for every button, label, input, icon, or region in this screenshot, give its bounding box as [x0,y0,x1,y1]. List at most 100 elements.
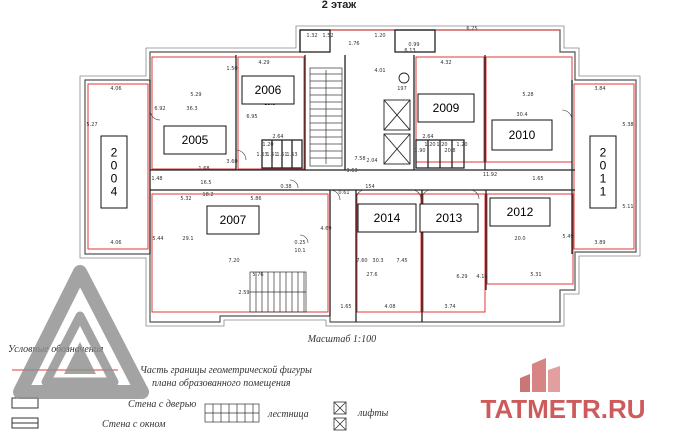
lower-staircase [249,271,307,313]
room-number: 2010 [509,128,536,142]
room-number: 2 [600,146,607,160]
triangle-logo-icon [13,265,149,399]
dimension-label: 0.61 [338,190,349,196]
legend-door-swatch [11,397,39,409]
room-label-2014: 2014 [357,203,417,233]
building-logo-icon [520,358,560,392]
legend-item-window: Стена с окном [102,419,166,430]
boundary-lines [87,29,635,313]
dimension-label: 27.6 [366,272,377,278]
room-number: 2007 [220,213,247,227]
dimension-label: 1.51 [266,152,277,158]
room-number: 2006 [255,83,282,97]
dimension-label: 2.04 [366,158,377,164]
legend: Условные обозначения Часть границы геоме… [8,344,389,431]
dimension-label: 5.29 [190,92,201,98]
dimension-label: 1.63 [256,152,267,158]
dimension-label: 5.28 [522,92,533,98]
dimension-label: 6.95 [246,114,257,120]
dimension-label: 4.06 [110,240,121,246]
brand-watermark: TATMETR.RU [480,394,645,424]
legend-lift-swatch [333,401,347,431]
dimension-label: 6.13 [404,48,415,54]
dimension-label: 2.64 [272,134,283,140]
dimension-label: 1.53 [286,152,297,158]
room-label-2012: 2012 [489,197,551,227]
dimension-label: 0.38 [280,184,291,190]
door-swings [149,109,573,244]
dimension-label: 5.31 [530,272,541,278]
building-outline [79,25,641,327]
dimension-label: 3.63 [346,168,357,174]
dimension-label: 1.65 [340,304,351,310]
main-staircase [309,67,343,167]
dimension-label: 10.1 [294,248,305,254]
room-label-2005: 2005 [163,125,227,155]
dimension-label: 20.0 [514,236,525,242]
dimension-label: 1.20 [374,33,385,39]
lifts [383,72,411,165]
room-label-2013: 2013 [419,203,479,233]
room-number: 2012 [507,205,534,219]
room-number: 2005 [182,133,209,147]
dimension-label: 16.5 [200,180,211,186]
dimension-label: 1.65 [532,176,543,182]
dimension-label: 1.52 [322,33,333,39]
dimension-label: 18.2 [202,192,213,198]
dimension-label: 5.86 [250,196,261,202]
dimension-label: 3.89 [594,240,605,246]
dimension-label: 5.38 [622,122,633,128]
dimension-label: 20.8 [444,148,455,154]
dimension-label: 5.11 [622,204,633,210]
room-number: 2013 [436,211,463,225]
dimension-label: 2.59 [238,290,249,296]
dimension-label: 1.48 [151,176,162,182]
room-number: 0 [111,172,118,186]
room-label-2006: 2006 [241,75,295,105]
dimension-label: 7.58 [354,156,365,162]
dimension-label: 5.76 [252,272,263,278]
dimension-label: 3.74 [444,304,455,310]
dimension-label: 1.20 [456,142,467,148]
dimension-label: 7.60 [356,258,367,264]
room-number: 4 [111,185,118,199]
room-number: 2009 [433,101,460,115]
dimension-label: 36.3 [186,106,197,112]
room-number: 2 [111,146,118,160]
legend-title: Условные обозначения [8,344,104,355]
dimension-label: 3.84 [594,86,605,92]
dimension-label: 3.60 [226,159,237,165]
legend-item-stairs: лестница [267,409,309,420]
legend-item-lifts: лифты [357,408,389,419]
dimension-label: 1.50 [226,66,237,72]
legend-item-boundary-1: Часть границы геометрической фигуры [140,365,312,376]
dimension-label: 154 [365,184,375,190]
dimension-label: 6.25 [466,26,477,32]
dimension-label: 7.45 [396,258,407,264]
dimension-label: 1.68 [198,166,209,172]
dimension-label: 1.90 [414,148,425,154]
room-number: 0 [111,159,118,173]
dimension-label: 5.44 [152,236,163,242]
dimension-label: 0.99 [408,42,419,48]
dimension-label: 4.01 [374,68,385,74]
dimension-label: 4.32 [440,60,451,66]
dimension-label: 1.32 [306,33,317,39]
interior-walls [149,29,575,322]
legend-stair-swatch [204,403,260,423]
room-number: 1 [600,185,607,199]
dimension-label: 5.49 [562,234,573,240]
dimension-label: 5.32 [180,196,191,202]
dimension-label: 0.25 [294,240,305,246]
dimension-label: 4.08 [384,304,395,310]
dimension-label: 6.92 [154,106,165,112]
dimension-label: 4.16 [476,274,487,280]
dimension-label: 30.3 [372,258,383,264]
dimension-label: 4.06 [110,86,121,92]
dimension-label: 11.92 [483,172,497,178]
